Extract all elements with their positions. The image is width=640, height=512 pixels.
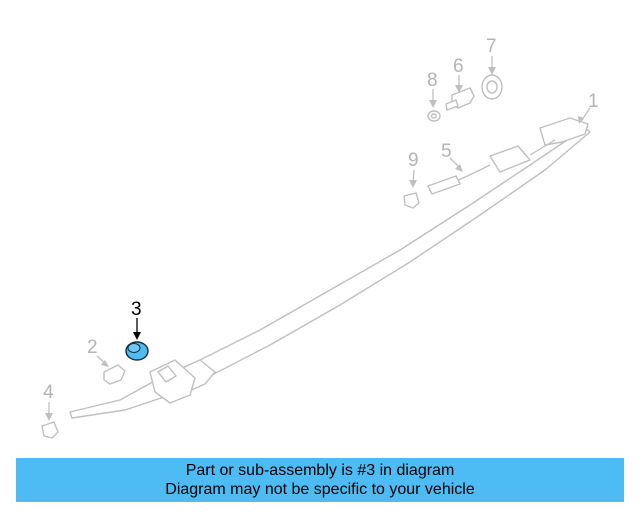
parts-diagram: 1 2 3 4 5 6 7 8 9 <box>41 36 599 439</box>
part-8-washer <box>427 110 441 122</box>
callout-7: 7 <box>486 36 497 57</box>
callout-5: 5 <box>441 141 452 162</box>
part-2-bolt <box>103 364 126 385</box>
leader-lines <box>45 56 591 421</box>
callout-labels: 1 2 3 4 5 6 7 8 9 <box>43 36 599 403</box>
part-3-grommet-highlighted <box>125 341 149 361</box>
banner-line-disclaimer: Diagram may not be specific to your vehi… <box>165 481 475 498</box>
callout-6: 6 <box>453 56 464 77</box>
part-9-clip <box>403 192 420 209</box>
callout-1: 1 <box>588 91 599 112</box>
callout-4: 4 <box>43 382 54 403</box>
callout-9: 9 <box>408 150 419 171</box>
part-6-bolt <box>445 87 475 111</box>
callout-3: 3 <box>131 299 142 320</box>
banner-line-part-number: Part or sub-assembly is #3 in diagram <box>185 462 455 479</box>
part-4-clip <box>41 421 59 439</box>
callout-2: 2 <box>87 337 98 358</box>
part-7-grommet <box>481 74 503 100</box>
part-1-airbag-strip <box>69 117 591 419</box>
callout-8: 8 <box>427 70 438 91</box>
info-banner: Part or sub-assembly is #3 in diagram Di… <box>16 458 624 502</box>
part-5-cable-connector <box>427 139 556 195</box>
